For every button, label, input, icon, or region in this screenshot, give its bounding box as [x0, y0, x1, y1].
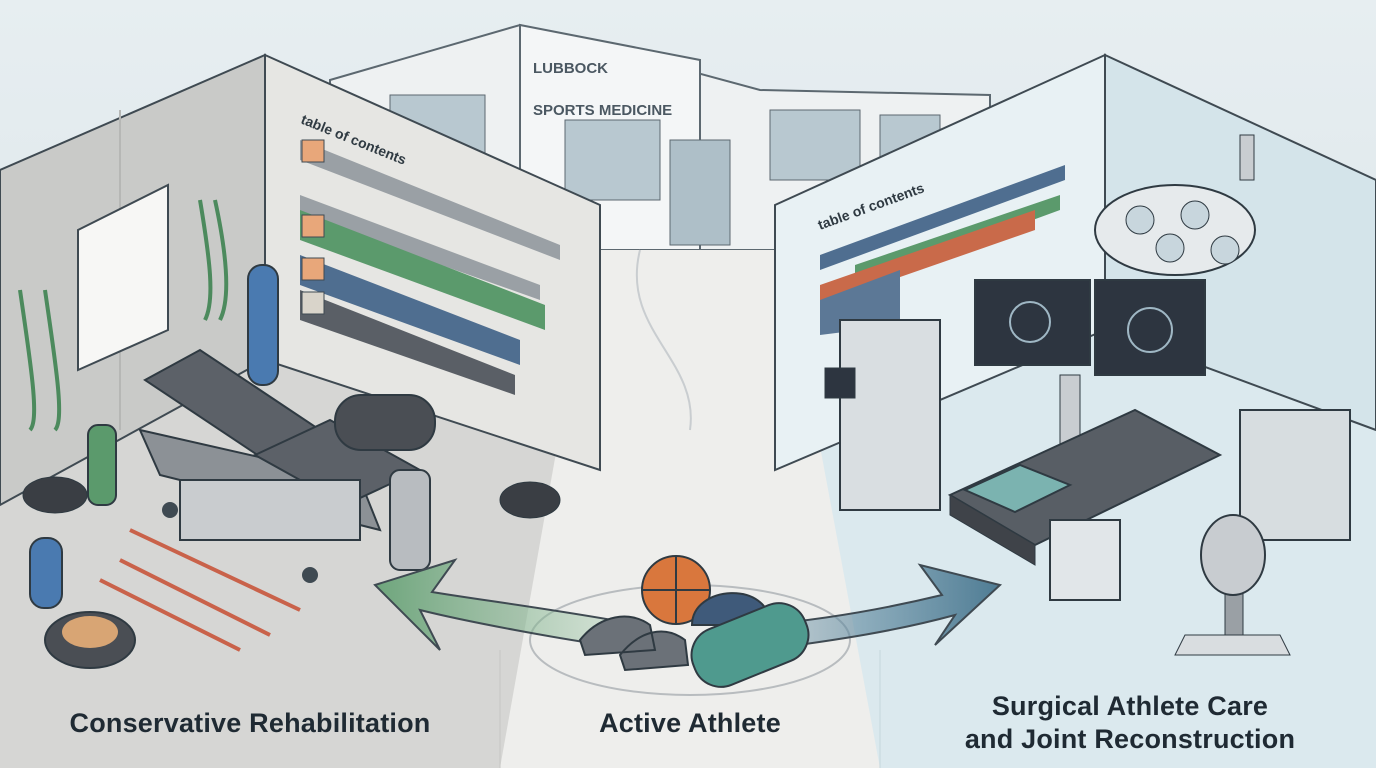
- walkway: [635, 249, 692, 431]
- foam-roller-horizontal: [334, 394, 436, 451]
- imaging-monitors: [974, 279, 1206, 461]
- supply-cabinet: [1239, 409, 1351, 541]
- arrow-to-rehabilitation: [373, 558, 641, 652]
- weight-plates: [22, 476, 88, 514]
- building-sign-line1: LUBBOCK: [533, 60, 608, 77]
- sneakers: [578, 615, 690, 672]
- anesthesia-machine: [839, 319, 941, 511]
- rehabilitation-caption: Conservative Rehabilitation: [69, 708, 431, 738]
- joint-implant-model: [1174, 514, 1291, 656]
- surgical-care-caption: Surgical Athlete Care and Joint Reconstr…: [900, 690, 1360, 756]
- surgical-room: table of contents: [774, 53, 1376, 768]
- building-sign-line2: SPORTS MEDICINE: [533, 102, 672, 119]
- instrument-tray: [962, 463, 1073, 514]
- surgical-care-caption-line1: Surgical Athlete Care: [991, 691, 1269, 721]
- knee-brace: [389, 469, 431, 571]
- surgical-lamp: [1094, 134, 1256, 276]
- floor-bands: [99, 528, 301, 652]
- exercise-poster: [77, 183, 169, 372]
- foam-roller: [247, 264, 279, 386]
- spine-icon: [301, 291, 325, 315]
- athlete-gear: [578, 555, 810, 688]
- shoulder-icon: [301, 257, 325, 281]
- resistance-bands: [18, 199, 229, 432]
- small-foam-roller: [29, 537, 63, 609]
- green-pad: [87, 424, 117, 506]
- ankle-icon: [301, 139, 325, 163]
- rehab-room: table of contents: [0, 53, 601, 768]
- surgical-care-caption-line2: and Joint Reconstruction: [964, 724, 1296, 754]
- knee-icon: [301, 214, 325, 238]
- arrow-to-surgical-care: [759, 563, 1003, 652]
- yoga-mat: [690, 602, 810, 688]
- active-athlete-caption: Active Athlete: [599, 708, 781, 738]
- treatment-table: [138, 348, 423, 583]
